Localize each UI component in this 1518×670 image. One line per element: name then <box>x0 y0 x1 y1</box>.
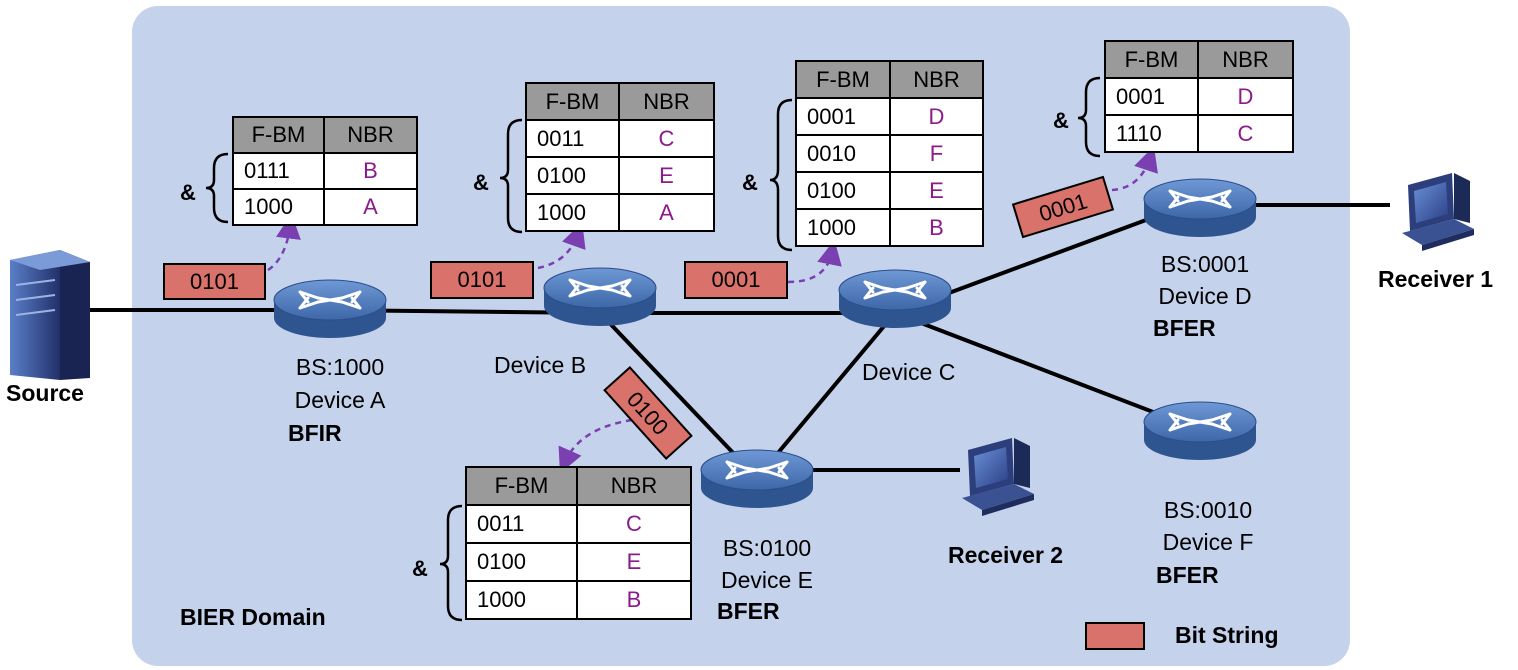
col-header-nbr: NBR <box>576 466 692 506</box>
fbm-cell: 1000 <box>525 193 620 232</box>
source-label: Source <box>6 380 84 406</box>
nbr-cell: E <box>889 171 984 210</box>
col-header-nbr: NBR <box>323 116 418 154</box>
and-symbol-a: & <box>180 180 196 205</box>
and-symbol-c: & <box>742 170 758 195</box>
device-c-name: Device C <box>862 359 956 385</box>
col-header-fbm: F-BM <box>795 60 891 99</box>
col-header-fbm: F-BM <box>1104 40 1199 79</box>
col-header-nbr: NBR <box>618 82 715 121</box>
fbm-cell: 0010 <box>795 134 891 173</box>
legend-swatch <box>1085 622 1145 650</box>
nbr-cell: E <box>618 156 715 195</box>
nbr-cell: B <box>323 152 418 190</box>
legend-label: Bit String <box>1175 622 1279 648</box>
nbr-cell: C <box>1197 114 1294 153</box>
device-a-name: Device A <box>294 387 386 413</box>
nbr-cell: A <box>323 188 418 226</box>
nbr-cell: B <box>889 208 984 247</box>
bit-string-d: 0001 <box>1011 175 1115 239</box>
fbm-cell: 0011 <box>525 119 620 158</box>
receiver-1-label: Receiver 1 <box>1378 266 1494 292</box>
router-device-c-icon <box>837 268 953 330</box>
device-f-name: Device F <box>1162 529 1254 555</box>
col-header-fbm: F-BM <box>232 116 325 154</box>
fbm-cell: 0011 <box>465 504 578 544</box>
nbr-cell: E <box>576 542 692 582</box>
receiver-1-pc-icon <box>1402 173 1474 251</box>
col-header-fbm: F-BM <box>465 466 578 506</box>
and-symbol-d: & <box>1053 108 1069 133</box>
receiver-2-pc-icon <box>962 438 1034 516</box>
fbm-cell: 1110 <box>1104 114 1199 153</box>
nbr-cell: D <box>1197 77 1294 116</box>
col-header-nbr: NBR <box>889 60 984 99</box>
fbm-cell: 0001 <box>1104 77 1199 116</box>
device-a-bs: BS:1000 <box>295 354 385 380</box>
braces <box>205 76 1101 622</box>
router-device-e-icon <box>699 448 815 510</box>
fbm-cell: 0111 <box>232 152 325 190</box>
forward-arrows <box>267 146 1158 474</box>
fbm-cell: 0001 <box>795 97 891 136</box>
domain-label: BIER Domain <box>180 604 326 630</box>
device-a-role: BFIR <box>288 420 342 446</box>
col-header-nbr: NBR <box>1197 40 1294 79</box>
device-f-bs: BS:0010 <box>1163 497 1253 523</box>
device-d-name: Device D <box>1158 283 1252 309</box>
router-device-f-icon <box>1142 400 1258 462</box>
device-d-role: BFER <box>1153 315 1216 341</box>
router-device-d-icon <box>1142 177 1258 239</box>
device-f-role: BFER <box>1156 562 1219 588</box>
fbm-cell: 1000 <box>465 580 578 620</box>
device-e-role: BFER <box>717 598 780 624</box>
bit-string-a: 0101 <box>163 263 266 300</box>
nbr-cell: C <box>618 119 715 158</box>
fbm-cell: 1000 <box>232 188 325 226</box>
device-e-name: Device E <box>720 567 814 593</box>
and-symbol-b: & <box>473 170 489 195</box>
and-symbol-e: & <box>412 556 428 581</box>
nbr-cell: D <box>889 97 984 136</box>
col-header-fbm: F-BM <box>525 82 620 121</box>
device-e-bs: BS:0100 <box>722 535 812 561</box>
router-device-a-icon <box>272 278 388 340</box>
device-d-bs: BS:0001 <box>1160 251 1250 277</box>
nbr-cell: F <box>889 134 984 173</box>
fbm-cell: 0100 <box>465 542 578 582</box>
fbm-cell: 0100 <box>525 156 620 195</box>
router-device-b-icon <box>542 266 658 328</box>
bit-string-c: 0001 <box>684 261 788 299</box>
bit-string-e: 0100 <box>603 366 693 460</box>
nbr-cell: A <box>618 193 715 232</box>
fbm-cell: 1000 <box>795 208 891 247</box>
bit-string-b: 0101 <box>430 261 534 299</box>
receiver-2-label: Receiver 2 <box>948 542 1064 568</box>
nbr-cell: C <box>576 504 692 544</box>
device-b-name: Device B <box>494 352 587 378</box>
source-server-icon <box>10 250 90 380</box>
fbm-cell: 0100 <box>795 171 891 210</box>
nbr-cell: B <box>576 580 692 620</box>
